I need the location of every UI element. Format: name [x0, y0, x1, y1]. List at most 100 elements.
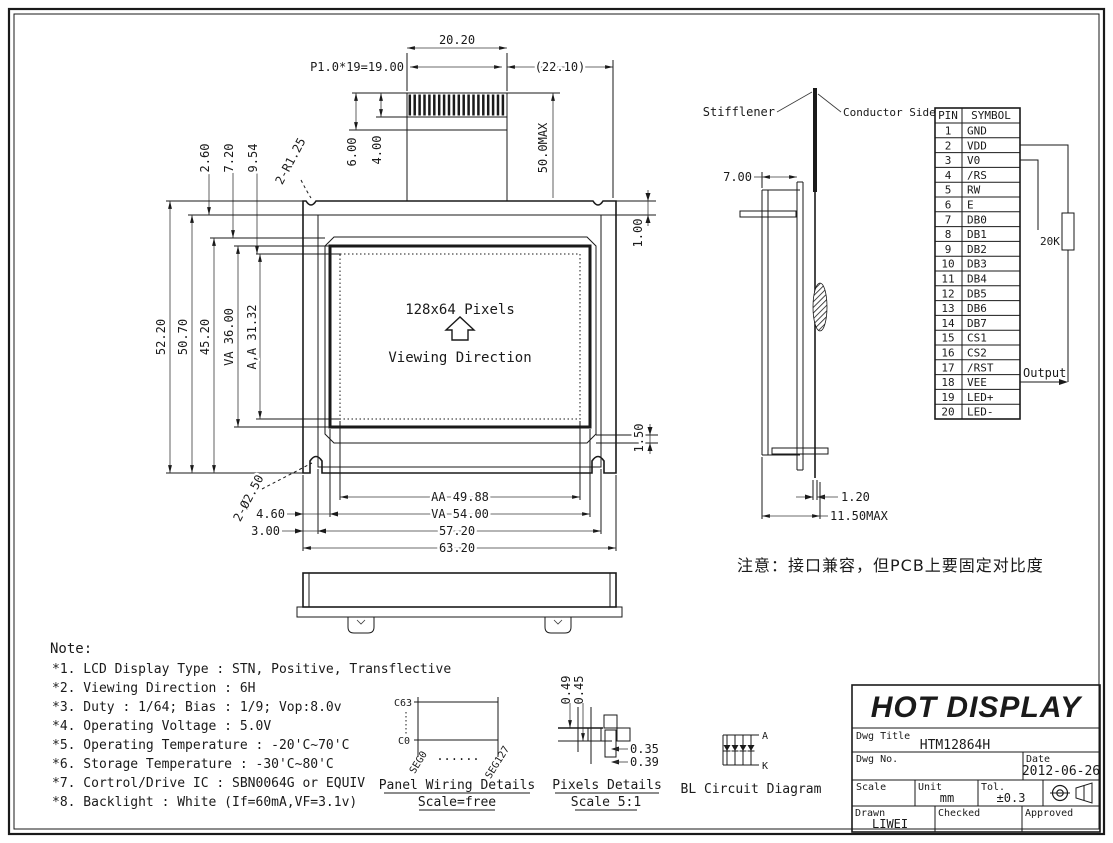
- front-left-dimensions: 52.20 50.70 45.20 VA 36.00 A,A 31.32 1.5…: [152, 200, 658, 474]
- pin-symbol: RW: [967, 184, 981, 197]
- fpc-connector: [406, 92, 508, 201]
- bottom-view: [296, 572, 623, 634]
- pin-symbol: E: [967, 199, 974, 212]
- unit-label: Unit: [918, 782, 942, 793]
- bezel-outline: [317, 214, 602, 468]
- pin-number: 7: [945, 213, 952, 226]
- pin-number: 10: [941, 258, 954, 271]
- front-top-dimensions: 20.20 P1.0*19=19.00 (22.10) 6.00 4.00 50…: [196, 31, 656, 254]
- notes-block: Note: *1. LCD Display Type : STN, Positi…: [50, 641, 451, 810]
- company-name: HOT DISPLAY: [871, 691, 1083, 724]
- pin-symbol: LED-: [967, 406, 994, 419]
- dwg-no-label: Dwg No.: [856, 754, 898, 765]
- date-label: Date: [1026, 754, 1050, 765]
- drawn-label: Drawn: [855, 808, 885, 819]
- pin-number: 17: [941, 361, 954, 374]
- dim-0-49: 0.49: [559, 676, 573, 705]
- pin-symbol: GND: [967, 125, 987, 138]
- pin-symbol: /RS: [967, 169, 987, 182]
- scale-label: Scale: [856, 782, 886, 793]
- pin-number: 18: [941, 376, 954, 389]
- pin-symbol: DB7: [967, 317, 987, 330]
- va-window: [328, 244, 592, 429]
- pin-symbol: DB0: [967, 213, 987, 226]
- dim-63-20: 63.20: [439, 541, 475, 555]
- checked-label: Checked: [938, 808, 980, 819]
- cathode-label: K: [762, 761, 768, 772]
- dim-1-00: 1.00: [631, 219, 645, 248]
- dim-9-54: 9.54: [246, 144, 260, 173]
- date-value: 2012-06-26: [1022, 764, 1100, 779]
- tol-value: ±0.3: [997, 791, 1026, 805]
- pin-symbol: V0: [967, 154, 980, 167]
- approved-label: Approved: [1025, 808, 1073, 819]
- dim-aa-31-32: A,A 31.32: [245, 304, 259, 369]
- dim-aa-49-88: AA 49.88: [431, 490, 489, 504]
- bezel-opening: [324, 236, 597, 444]
- resistor-value: 20K: [1040, 235, 1060, 248]
- stiffener-label: Stifflener: [703, 105, 775, 119]
- led-symbols: [723, 735, 755, 765]
- pin-number: 12: [941, 287, 954, 300]
- pin-number: 6: [945, 199, 952, 212]
- dim-va-54-00: VA 54.00: [431, 507, 489, 521]
- projection-symbol-icon: [1050, 782, 1093, 804]
- dwg-title-label: Dwg Title: [856, 731, 910, 742]
- pin-symbol: DB1: [967, 228, 987, 241]
- dim-1-50: 1.50: [632, 424, 646, 453]
- note-3: *3. Duty : 1/64; Bias : 1/9; Vop:8.0v: [52, 700, 342, 715]
- unit-value: mm: [940, 791, 954, 805]
- c63-label: C63: [394, 698, 412, 709]
- chinese-note: 注意：接口兼容，但PCB上要固定对比度: [737, 556, 1044, 575]
- contrast-circuit: 20K Output: [1020, 144, 1075, 385]
- resistor-symbol: [1061, 212, 1075, 251]
- note-2: *2. Viewing Direction : 6H: [52, 681, 256, 696]
- panel-wiring-caption: Panel Wiring Details: [379, 778, 536, 793]
- dim-r1-25: 2-R1.25: [272, 136, 308, 187]
- pixels-details-caption: Pixels Details: [552, 778, 662, 793]
- pin-number: 20: [941, 406, 954, 419]
- pixels-details-scale: Scale 5:1: [571, 795, 641, 810]
- note-7: *7. Cortrol/Drive IC : SBN0064G or EQUIV: [52, 776, 365, 791]
- dim-11-50max: 11.50MAX: [830, 509, 889, 523]
- pin-symbol: DB4: [967, 273, 987, 286]
- sheet-border: [7, 7, 1106, 836]
- dim-7-20: 7.20: [222, 144, 236, 173]
- pin-number: 14: [941, 317, 955, 330]
- dim-52-20: 52.20: [154, 319, 168, 355]
- dim-3-00: 3.00: [251, 524, 280, 538]
- dim-20-20: 20.20: [439, 33, 475, 47]
- wiring-dots: ......: [436, 749, 479, 763]
- dim-1-20: 1.20: [841, 490, 870, 504]
- pin-symbol: /RST: [967, 361, 994, 374]
- note-8: *8. Backlight : White (If=60mA,VF=3.1v): [52, 795, 357, 810]
- pin-symbol: DB6: [967, 302, 987, 315]
- dim-50-0max: 50.0MAX: [536, 122, 550, 173]
- c0-label: C0: [398, 736, 410, 747]
- pin-symbol: DB3: [967, 258, 987, 271]
- dim-pitch: P1.0*19=19.00: [310, 60, 404, 74]
- pin-number: 9: [945, 243, 952, 256]
- pin-symbol: LED+: [967, 391, 994, 404]
- notes-title: Note:: [50, 641, 92, 657]
- viewing-direction-arrow-icon: [444, 316, 476, 341]
- bl-circuit-caption: BL Circuit Diagram: [681, 782, 822, 797]
- dim-2-60: 2.60: [198, 144, 212, 173]
- pin-number: 15: [941, 332, 954, 345]
- drawn-value: LIWEI: [872, 817, 908, 831]
- front-bottom-dimensions: AA 49.88 VA 54.00 57.20 63.20 4.60 3.00 …: [228, 421, 617, 558]
- pin-symbol: VEE: [967, 376, 987, 389]
- seg0-label: SEG0: [408, 750, 430, 776]
- conductor-side-label: Conductor Side: [843, 106, 936, 119]
- dim-4-60: 4.60: [256, 507, 285, 521]
- pin-number: 13: [941, 302, 954, 315]
- dim-0-39: 0.39: [630, 755, 659, 769]
- dim-50-70: 50.70: [176, 319, 190, 355]
- symbol-header: SYMBOL: [971, 109, 1011, 122]
- anode-label: A: [762, 731, 768, 742]
- output-label: Output: [1023, 366, 1066, 380]
- pin-symbol: DB2: [967, 243, 987, 256]
